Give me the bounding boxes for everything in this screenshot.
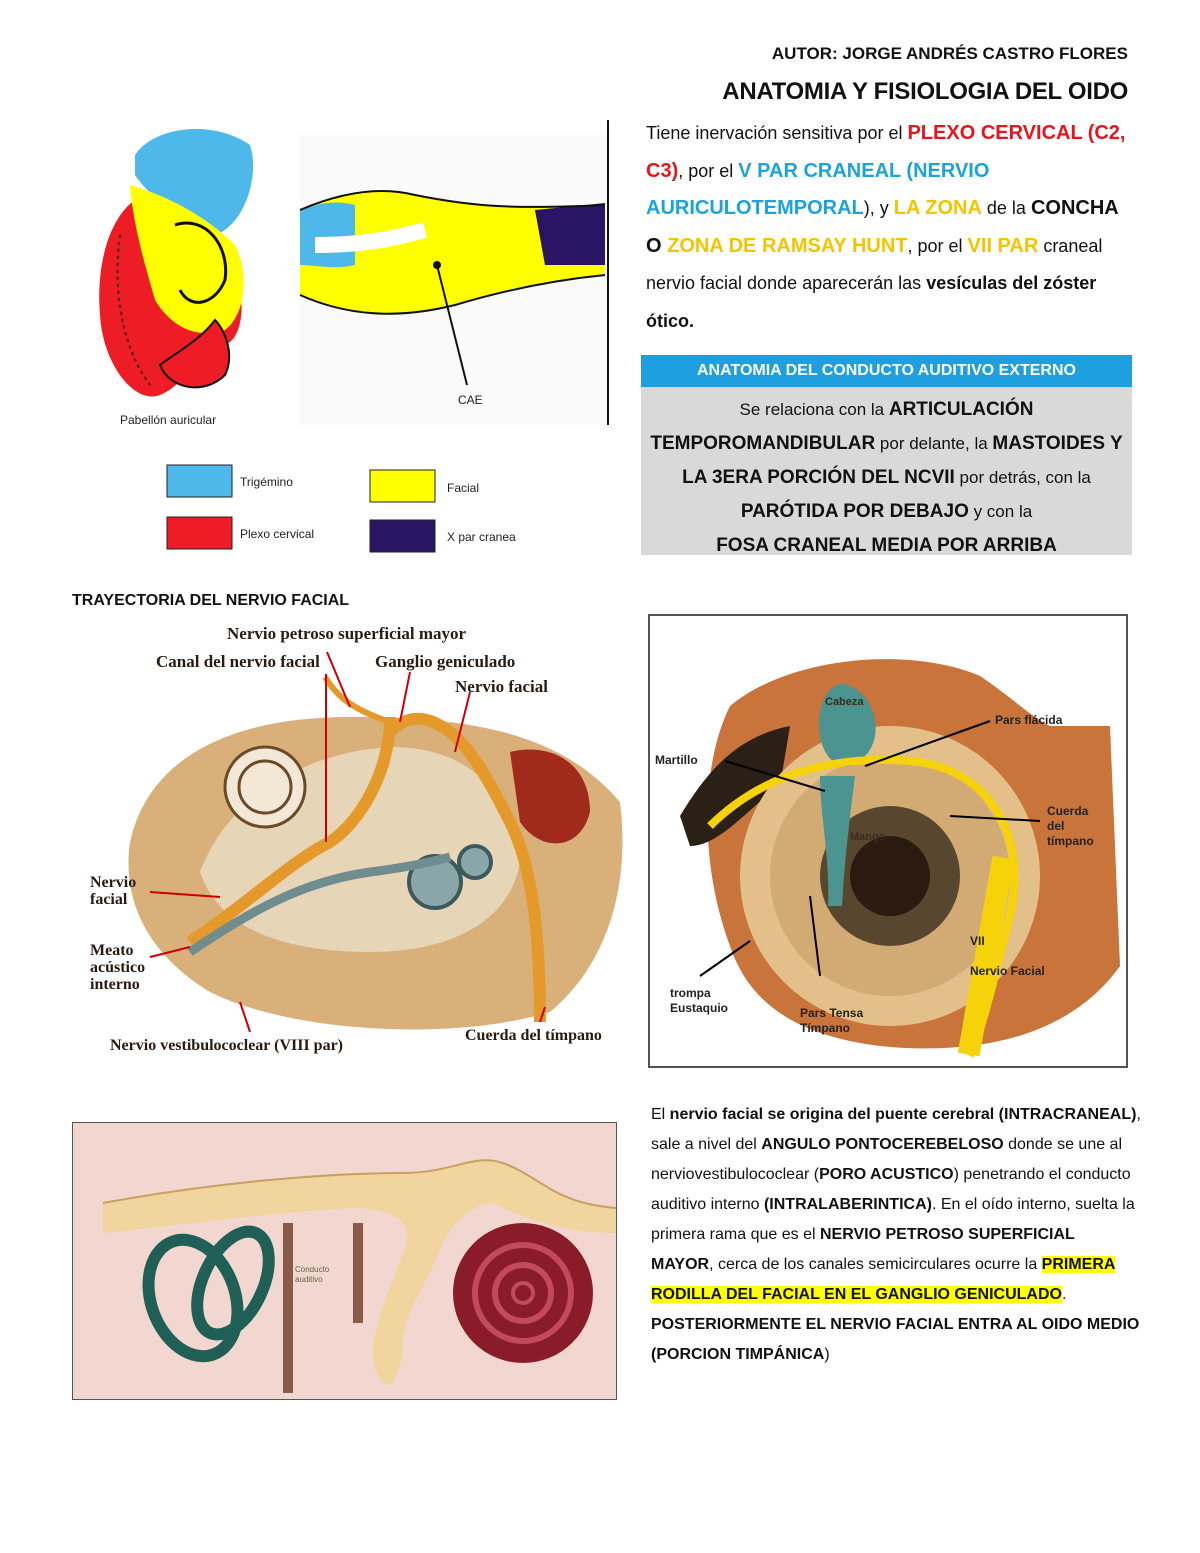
intro-c2c3: (C2, C3): [646, 122, 1126, 182]
label-vii: VII: [970, 934, 985, 948]
para-a8: ): [824, 1346, 830, 1363]
legend-trigemino: Trigémino: [240, 475, 293, 489]
label-martillo: Martillo: [655, 753, 698, 767]
para-b5: NERVIO PETROSO SUPERFICIAL MAYOR: [651, 1226, 1075, 1273]
legend-xpar: X par cranea: [447, 530, 516, 544]
cae-label: CAE: [458, 393, 483, 407]
label-pars-flacida: Pars flácida: [995, 713, 1063, 727]
figure-facial-nerve-trajectory: Nervio petroso superficial mayor Canal d…: [90, 622, 630, 1067]
label-cabeza: Cabeza: [825, 696, 864, 708]
figure-ear-innervation: Pabellón auricular CAE Trigémino Facial …: [75, 115, 615, 555]
label-vestibulo: Nervio vestibulococlear (VIII par): [110, 1037, 343, 1054]
para-b4: (INTRALABERINTICA): [763, 1196, 932, 1213]
intro-text-1: Tiene inervación sensitiva por el: [646, 123, 908, 143]
para-a6: , cerca de los canales semicirculares oc…: [709, 1256, 1042, 1273]
para-b7: POSTERIORMENTE EL NERVIO FACIAL ENTRA AL…: [651, 1316, 1140, 1363]
para-a2: , sale a nivel del: [651, 1106, 1141, 1153]
legend-plexo: Plexo cervical: [240, 527, 315, 541]
cae-bold-3: PARÓTIDA POR DEBAJO: [740, 501, 969, 522]
intro-text-5: , por el: [907, 235, 968, 256]
cae-text-4: y con la: [968, 502, 1033, 521]
cae-text-1: Se relaciona con la: [739, 400, 889, 419]
para-a7: .: [1061, 1286, 1067, 1303]
cae-bold-1: ARTICULACIÓN TEMPOROMANDIBULAR: [650, 399, 1034, 454]
facial-nerve-paragraph: El nervio facial se origina del puente c…: [651, 1100, 1141, 1370]
label-conducto: Conducto auditivo: [295, 1265, 330, 1284]
cae-text-2: por delante, la: [875, 434, 993, 453]
para-a4: ) penetrando el conducto auditivo intern…: [651, 1166, 1131, 1213]
para-b3: PORO ACUSTICO: [819, 1166, 954, 1183]
label-facial-top: Nervio facial: [455, 677, 548, 696]
cae-text-3: por detrás, con la: [954, 468, 1091, 487]
para-a5: . En el oído interno, suelta la primera …: [651, 1196, 1135, 1243]
author-line: AUTOR: JORGE ANDRÉS CASTRO FLORES: [771, 44, 1128, 63]
ear-innervation-illustration: [75, 115, 615, 555]
intro-plexo: PLEXO CERVICAL: [907, 122, 1083, 144]
intro-ramsay: ZONA DE RAMSAY HUNT: [667, 234, 908, 257]
intro-text-2: , por el: [678, 160, 739, 181]
pabellon-label: Pabellón auricular: [120, 413, 217, 427]
label-mango: Mango: [850, 831, 886, 843]
label-meato: Meato acústico interno: [90, 942, 146, 993]
cae-bold-2: MASTOIDES Y LA 3ERA PORCIÓN DEL NCVII: [682, 433, 1123, 488]
label-pars-tensa: Pars Tensa Tímpano: [800, 1006, 864, 1035]
cae-body: Se relaciona con la ARTICULACIÓN TEMPORO…: [641, 393, 1132, 563]
figure-inner-ear: Conducto auditivo: [72, 1122, 617, 1400]
cae-heading: ANATOMIA DEL CONDUCTO AUDITIVO EXTERNO: [641, 355, 1132, 387]
intro-vii: VII PAR: [967, 234, 1039, 257]
label-ganglio: Ganglio geniculado: [375, 652, 516, 671]
intro-zona: LA ZONA: [893, 197, 982, 219]
figure-middle-ear: Cabeza Pars flácida Martillo Cuerda del …: [648, 614, 1128, 1068]
intro-text-3: ), y: [863, 198, 894, 218]
intro-text-4: de la: [981, 198, 1031, 218]
para-b2: ANGULO PONTOCEREBELOSO: [761, 1136, 1004, 1153]
label-cuerda: Cuerda del tímpano: [465, 1027, 602, 1044]
intro-vesiculas: vesículas del zóster ótico.: [646, 273, 1097, 331]
para-b1: nervio facial se origina del puente cere…: [669, 1106, 1137, 1123]
label-canal: Canal del nervio facial: [156, 652, 320, 671]
label-petroso: Nervio petroso superficial mayor: [227, 624, 467, 643]
label-trompa: trompa Eustaquio: [670, 986, 729, 1015]
intro-paragraph: Tiene inervación sensitiva por el PLEXO …: [646, 115, 1136, 340]
label-cuerda-timpano: Cuerda del tímpano: [1047, 804, 1094, 848]
inner-ear-illustration: [73, 1123, 617, 1399]
intro-text-6: craneal nervio facial donde aparecerán l…: [646, 235, 1103, 294]
middle-ear-illustration: [650, 616, 1126, 1066]
facial-nerve-illustration: [90, 622, 630, 1067]
page-title: ANATOMIA Y FISIOLOGIA DEL OIDO: [722, 78, 1128, 105]
trayectoria-heading: TRAYECTORIA DEL NERVIO FACIAL: [72, 592, 350, 609]
para-a1: El: [651, 1106, 670, 1123]
intro-vpar: V PAR CRANEAL (NERVIO AURICULOTEMPORAL: [646, 159, 990, 220]
label-nervio-facial: Nervio Facial: [970, 964, 1045, 978]
cae-bold-4: FOSA CRANEAL MEDIA POR ARRIBA: [716, 535, 1057, 556]
intro-concha: CONCHA O: [646, 197, 1118, 257]
label-facial-left: Nervio facial: [90, 874, 137, 908]
cae-anatomy-box: ANATOMIA DEL CONDUCTO AUDITIVO EXTERNO S…: [641, 355, 1132, 556]
legend-facial: Facial: [447, 481, 480, 495]
para-a3: donde se une al nerviovestibulococlear (: [651, 1136, 1123, 1183]
